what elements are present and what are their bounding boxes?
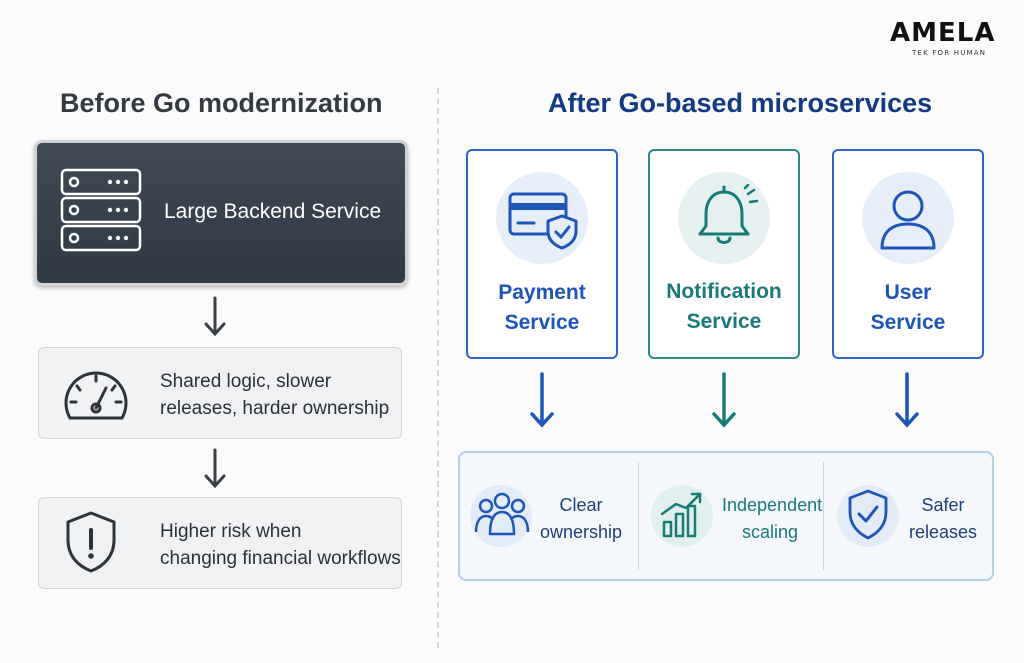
payment-service-line-2: Service: [504, 311, 580, 334]
logo-tagline: TEK FOR HUMAN: [912, 49, 987, 57]
before-heading: Before Go modernization: [60, 88, 383, 118]
benefit-1-line-1: Clear: [559, 495, 603, 515]
section-divider: [437, 88, 439, 648]
team-icon: [474, 492, 530, 536]
large-backend-service-label: Large Backend Service: [164, 200, 382, 223]
server-rack-icon: [60, 168, 142, 252]
benefit-2-line-2: scaling: [741, 522, 799, 542]
user-icon: [880, 190, 936, 250]
issue-box-higher-risk: [38, 497, 402, 589]
benefit-separator: [823, 462, 824, 570]
arrow-down-icon: [530, 372, 554, 428]
large-backend-service-box: [34, 140, 408, 286]
benefit-1-line-2: ownership: [539, 522, 623, 542]
issue-2-line-2: changing financial workflows: [160, 548, 401, 569]
user-service-line-1: User: [884, 281, 932, 304]
issue-box-shared-logic: [38, 347, 402, 439]
issue-1-line-1: Shared logic, slower: [160, 371, 332, 392]
payment-service-line-1: Payment: [498, 281, 586, 304]
logo-wordmark: AMELA: [890, 18, 996, 48]
benefit-separator: [638, 462, 639, 570]
notification-service-line-2: Service: [686, 310, 762, 333]
benefit-3-line-2: releases: [908, 522, 978, 542]
arrow-down-icon: [204, 296, 226, 337]
issue-2-line-1: Higher risk when: [160, 521, 302, 542]
arrow-down-icon: [895, 372, 919, 428]
check-shield-icon: [848, 489, 888, 540]
user-service-line-2: Service: [870, 311, 946, 334]
benefit-3-line-1: Safer: [921, 495, 965, 515]
gauge-icon: [64, 371, 128, 420]
benefits-panel: [458, 451, 994, 581]
bell-icon: [698, 184, 759, 244]
benefit-2-line-1: Independent: [722, 495, 823, 515]
amela-logo: AMELA TEK FOR HUMAN: [890, 18, 1012, 64]
arrow-down-icon: [204, 448, 226, 489]
warning-shield-icon: [66, 511, 116, 573]
credit-card-shield-icon: [508, 192, 578, 250]
after-heading: After Go-based microservices: [548, 88, 933, 118]
notification-service-line-1: Notification: [666, 280, 782, 303]
issue-1-line-2: releases, harder ownership: [160, 398, 390, 419]
arrow-down-icon: [712, 372, 736, 428]
growth-chart-icon: [660, 492, 702, 538]
